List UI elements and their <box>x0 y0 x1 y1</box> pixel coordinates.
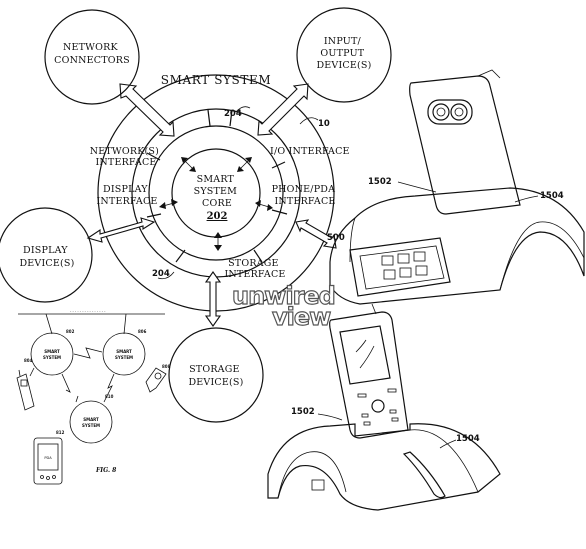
dock-top-illustration: 1502 1504 500 <box>327 69 585 305</box>
svg-text:802: 802 <box>66 329 75 334</box>
fig8-node-c <box>69 400 113 444</box>
phone-nav-button <box>371 399 385 413</box>
fig8-pda <box>33 437 63 485</box>
interface-ring-inner <box>148 125 284 261</box>
watermark: unwired view <box>231 281 336 331</box>
arrow-phone <box>295 219 337 249</box>
display-devices-circle <box>0 207 93 303</box>
smart-system-diagram: SMART SYSTEM SMART SYSTEM CORE 202 NETWO… <box>0 7 392 423</box>
svg-text:804: 804 <box>24 358 33 363</box>
fig8-mobile-phone <box>16 373 35 411</box>
dock-bottom-illustration: 1502 1504 <box>267 303 501 511</box>
storage-interface-label: STORAGE INTERFACE <box>224 258 285 280</box>
segment-dividers <box>146 109 288 263</box>
svg-text:unwired: unwired <box>232 282 335 310</box>
ref-204-bottom: 204 <box>152 269 170 279</box>
dock-led <box>311 479 325 491</box>
diagram-title: SMART SYSTEM <box>161 73 271 87</box>
fig8-flip-phone <box>145 367 167 393</box>
svg-text:812: 812 <box>56 430 65 435</box>
ref-204-top: 204 <box>224 109 242 119</box>
display-devices-label: DISPLAY DEVICE(S) <box>19 245 74 269</box>
svg-text:806: 806 <box>138 329 147 334</box>
phone-interface-label: PHONE/PDA INTERFACE <box>272 184 339 207</box>
network-interface-label: NETWORK(S) INTERFACE <box>90 146 163 168</box>
arrow-display <box>86 217 156 243</box>
ref-1502-top: 1502 <box>368 177 392 187</box>
core-arrows <box>159 157 273 251</box>
arrow-storage <box>204 271 222 327</box>
io-devices-circle <box>296 7 392 103</box>
ref-1504-top: 1504 <box>540 191 564 201</box>
phone-camera-housing <box>427 99 473 125</box>
storage-devices-label: STORAGE DEVICE(S) <box>188 364 243 388</box>
svg-text:808: 808 <box>162 364 171 369</box>
network-connectors-circle <box>44 9 140 105</box>
core-label: SMART SYSTEM CORE <box>194 174 241 209</box>
svg-text:810: 810 <box>105 394 114 399</box>
svg-text:view: view <box>272 303 331 331</box>
storage-devices-circle <box>168 327 264 423</box>
fig8-caption: FIG. 8 <box>95 467 117 474</box>
fig8-node-a <box>30 332 74 376</box>
network-connectors-label: NETWORK CONNECTORS <box>54 42 130 66</box>
arrow-network <box>119 83 175 137</box>
fig8-node-b <box>102 332 146 376</box>
io-interface-label: I/O INTERFACE <box>270 146 350 157</box>
svg-text:PDA: PDA <box>44 456 52 460</box>
arrow-io <box>257 83 309 136</box>
core-ref: 202 <box>207 211 228 222</box>
svg-text:- - - - - - - - - - - - - - -: - - - - - - - - - - - - - - - <box>70 309 106 313</box>
dock-screen-tiles <box>381 251 428 280</box>
ref-10: 10 <box>318 119 330 129</box>
ref-1504-bottom: 1504 <box>456 434 480 444</box>
ref-1502-bottom: 1502 <box>291 407 315 417</box>
display-interface-label: DISPLAY INTERFACE <box>96 184 157 207</box>
ref-500: 500 <box>327 233 345 243</box>
io-devices-label: INPUT/ OUTPUT DEVICE(S) <box>316 36 371 71</box>
